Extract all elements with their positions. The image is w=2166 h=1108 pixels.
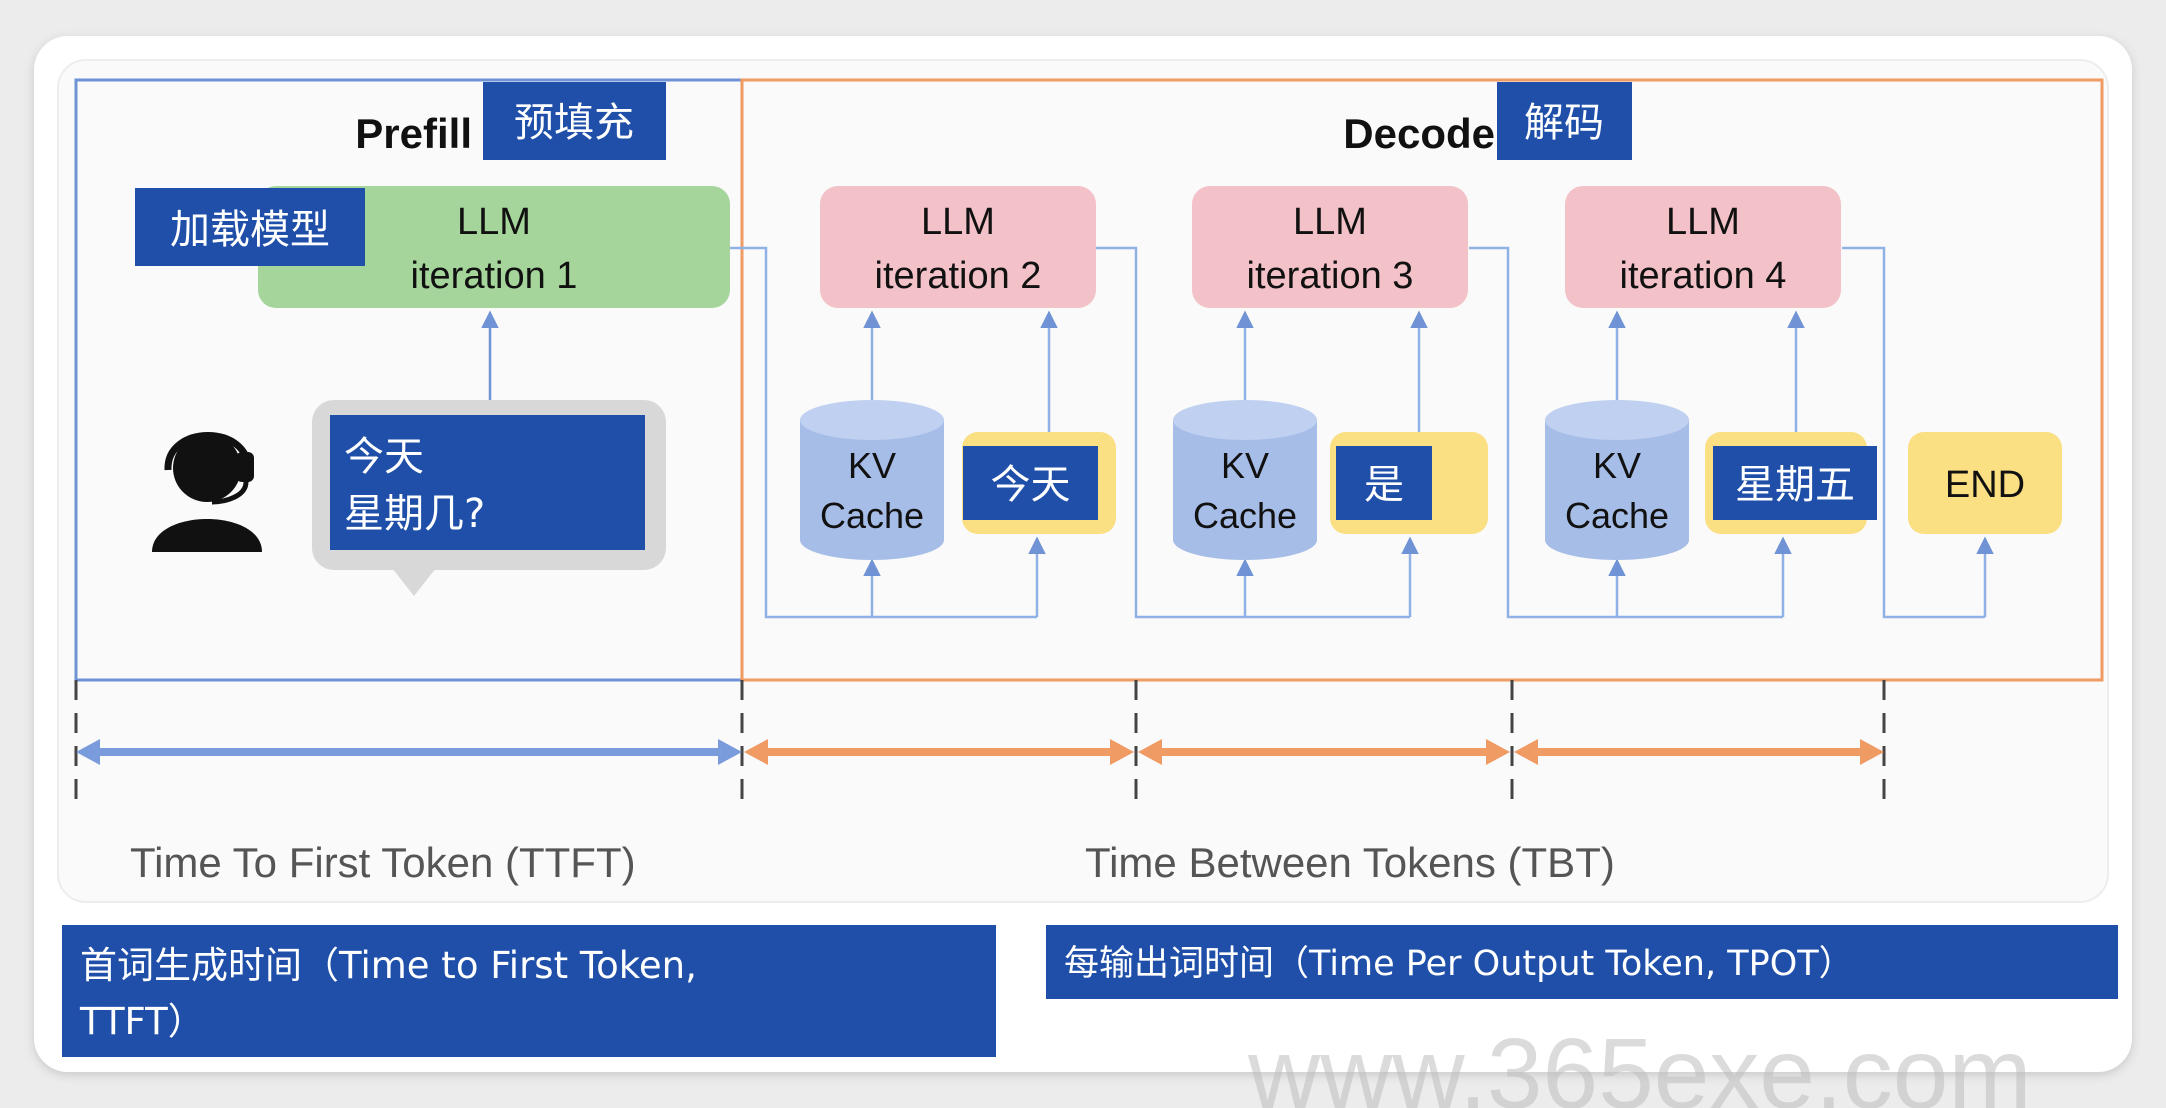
llm-box-iteration-1 bbox=[258, 186, 730, 308]
load-model-zh-box bbox=[135, 188, 365, 266]
decode-zh-label-box bbox=[1497, 82, 1632, 160]
ttft-caption-line-1: 首词生成时间（Time to First Token, bbox=[80, 944, 697, 987]
feedback-connector-2 bbox=[1096, 246, 1410, 619]
prompt-zh-box bbox=[330, 415, 645, 550]
iteration-label-4: iteration 4 bbox=[1620, 255, 1787, 297]
ttft-caption-box bbox=[62, 925, 996, 1057]
decode-zh-label: 解码 bbox=[1524, 100, 1604, 146]
feedback-connector-1 bbox=[730, 246, 1037, 619]
token-label-3: 是 bbox=[1364, 462, 1404, 508]
prefill-zh-label-box bbox=[483, 82, 666, 160]
kv-label-4: KV bbox=[1593, 445, 1641, 486]
tbt-duration-arrow-1 bbox=[744, 739, 1134, 765]
load-model-zh-label: 加载模型 bbox=[170, 207, 330, 253]
llm-label-3: LLM bbox=[1293, 201, 1367, 243]
token-label-4: 星期五 bbox=[1735, 462, 1855, 508]
feedback-connector-4 bbox=[1842, 246, 1985, 619]
token-label-2: 今天 bbox=[991, 462, 1071, 508]
ttft-caption-line-2: TTFT） bbox=[79, 1000, 205, 1043]
tbt-label: Time Between Tokens (TBT) bbox=[1085, 839, 1615, 886]
kv-cache-cylinder-4 bbox=[1545, 400, 1689, 560]
cache-label-4: Cache bbox=[1565, 495, 1669, 536]
iteration-label-2: iteration 2 bbox=[875, 255, 1042, 297]
kv-label-2: KV bbox=[848, 445, 896, 486]
tpot-caption-box bbox=[1046, 925, 2118, 999]
end-box bbox=[1908, 432, 2062, 534]
token-label-box-3 bbox=[1336, 446, 1432, 520]
kv-label-3: KV bbox=[1221, 445, 1269, 486]
tbt-duration-arrow-2 bbox=[1138, 739, 1510, 765]
prefill-zh-label: 预填充 bbox=[514, 100, 634, 146]
tpot-caption: 每输出词时间（Time Per Output Token, TPOT） bbox=[1064, 944, 1854, 984]
llm-label-2: LLM bbox=[921, 201, 995, 243]
ttft-duration-arrow bbox=[76, 739, 742, 765]
llm-box-iteration-2 bbox=[820, 186, 1096, 308]
llm-box-iteration-3 bbox=[1192, 186, 1468, 308]
token-label-box-2 bbox=[963, 446, 1098, 520]
prompt-line-2: 星期几? bbox=[344, 491, 485, 537]
token-label-box-4 bbox=[1713, 446, 1877, 520]
kv-cache-cylinder-3 bbox=[1173, 400, 1317, 560]
user-headset-icon bbox=[152, 432, 262, 552]
feedback-connector-3 bbox=[1469, 246, 1783, 619]
decode-steps: LLM iteration 2 KV Cache 今天 LLM iteration 3 KV C… bbox=[730, 186, 1994, 619]
llm-label-1: LLM bbox=[457, 201, 531, 243]
watermark: www.365exe.com bbox=[1247, 1018, 2032, 1108]
llm-label-4: LLM bbox=[1666, 201, 1740, 243]
decode-border bbox=[740, 78, 2104, 682]
cache-label-3: Cache bbox=[1193, 495, 1297, 536]
prefill-title: Prefill bbox=[355, 110, 472, 157]
ttft-label: Time To First Token (TTFT) bbox=[130, 839, 636, 886]
kv-cache-cylinder-2 bbox=[800, 400, 944, 560]
prompt-line-1: 今天 bbox=[344, 434, 424, 480]
decode-title: Decode bbox=[1343, 110, 1495, 157]
llm-box-iteration-4 bbox=[1565, 186, 1841, 308]
iteration-label-3: iteration 3 bbox=[1247, 255, 1414, 297]
end-label: END bbox=[1945, 464, 2025, 506]
iteration-label-1: iteration 1 bbox=[411, 255, 578, 297]
tbt-duration-arrow-3 bbox=[1514, 739, 1884, 765]
timeline bbox=[74, 680, 1886, 808]
cache-label-2: Cache bbox=[820, 495, 924, 536]
